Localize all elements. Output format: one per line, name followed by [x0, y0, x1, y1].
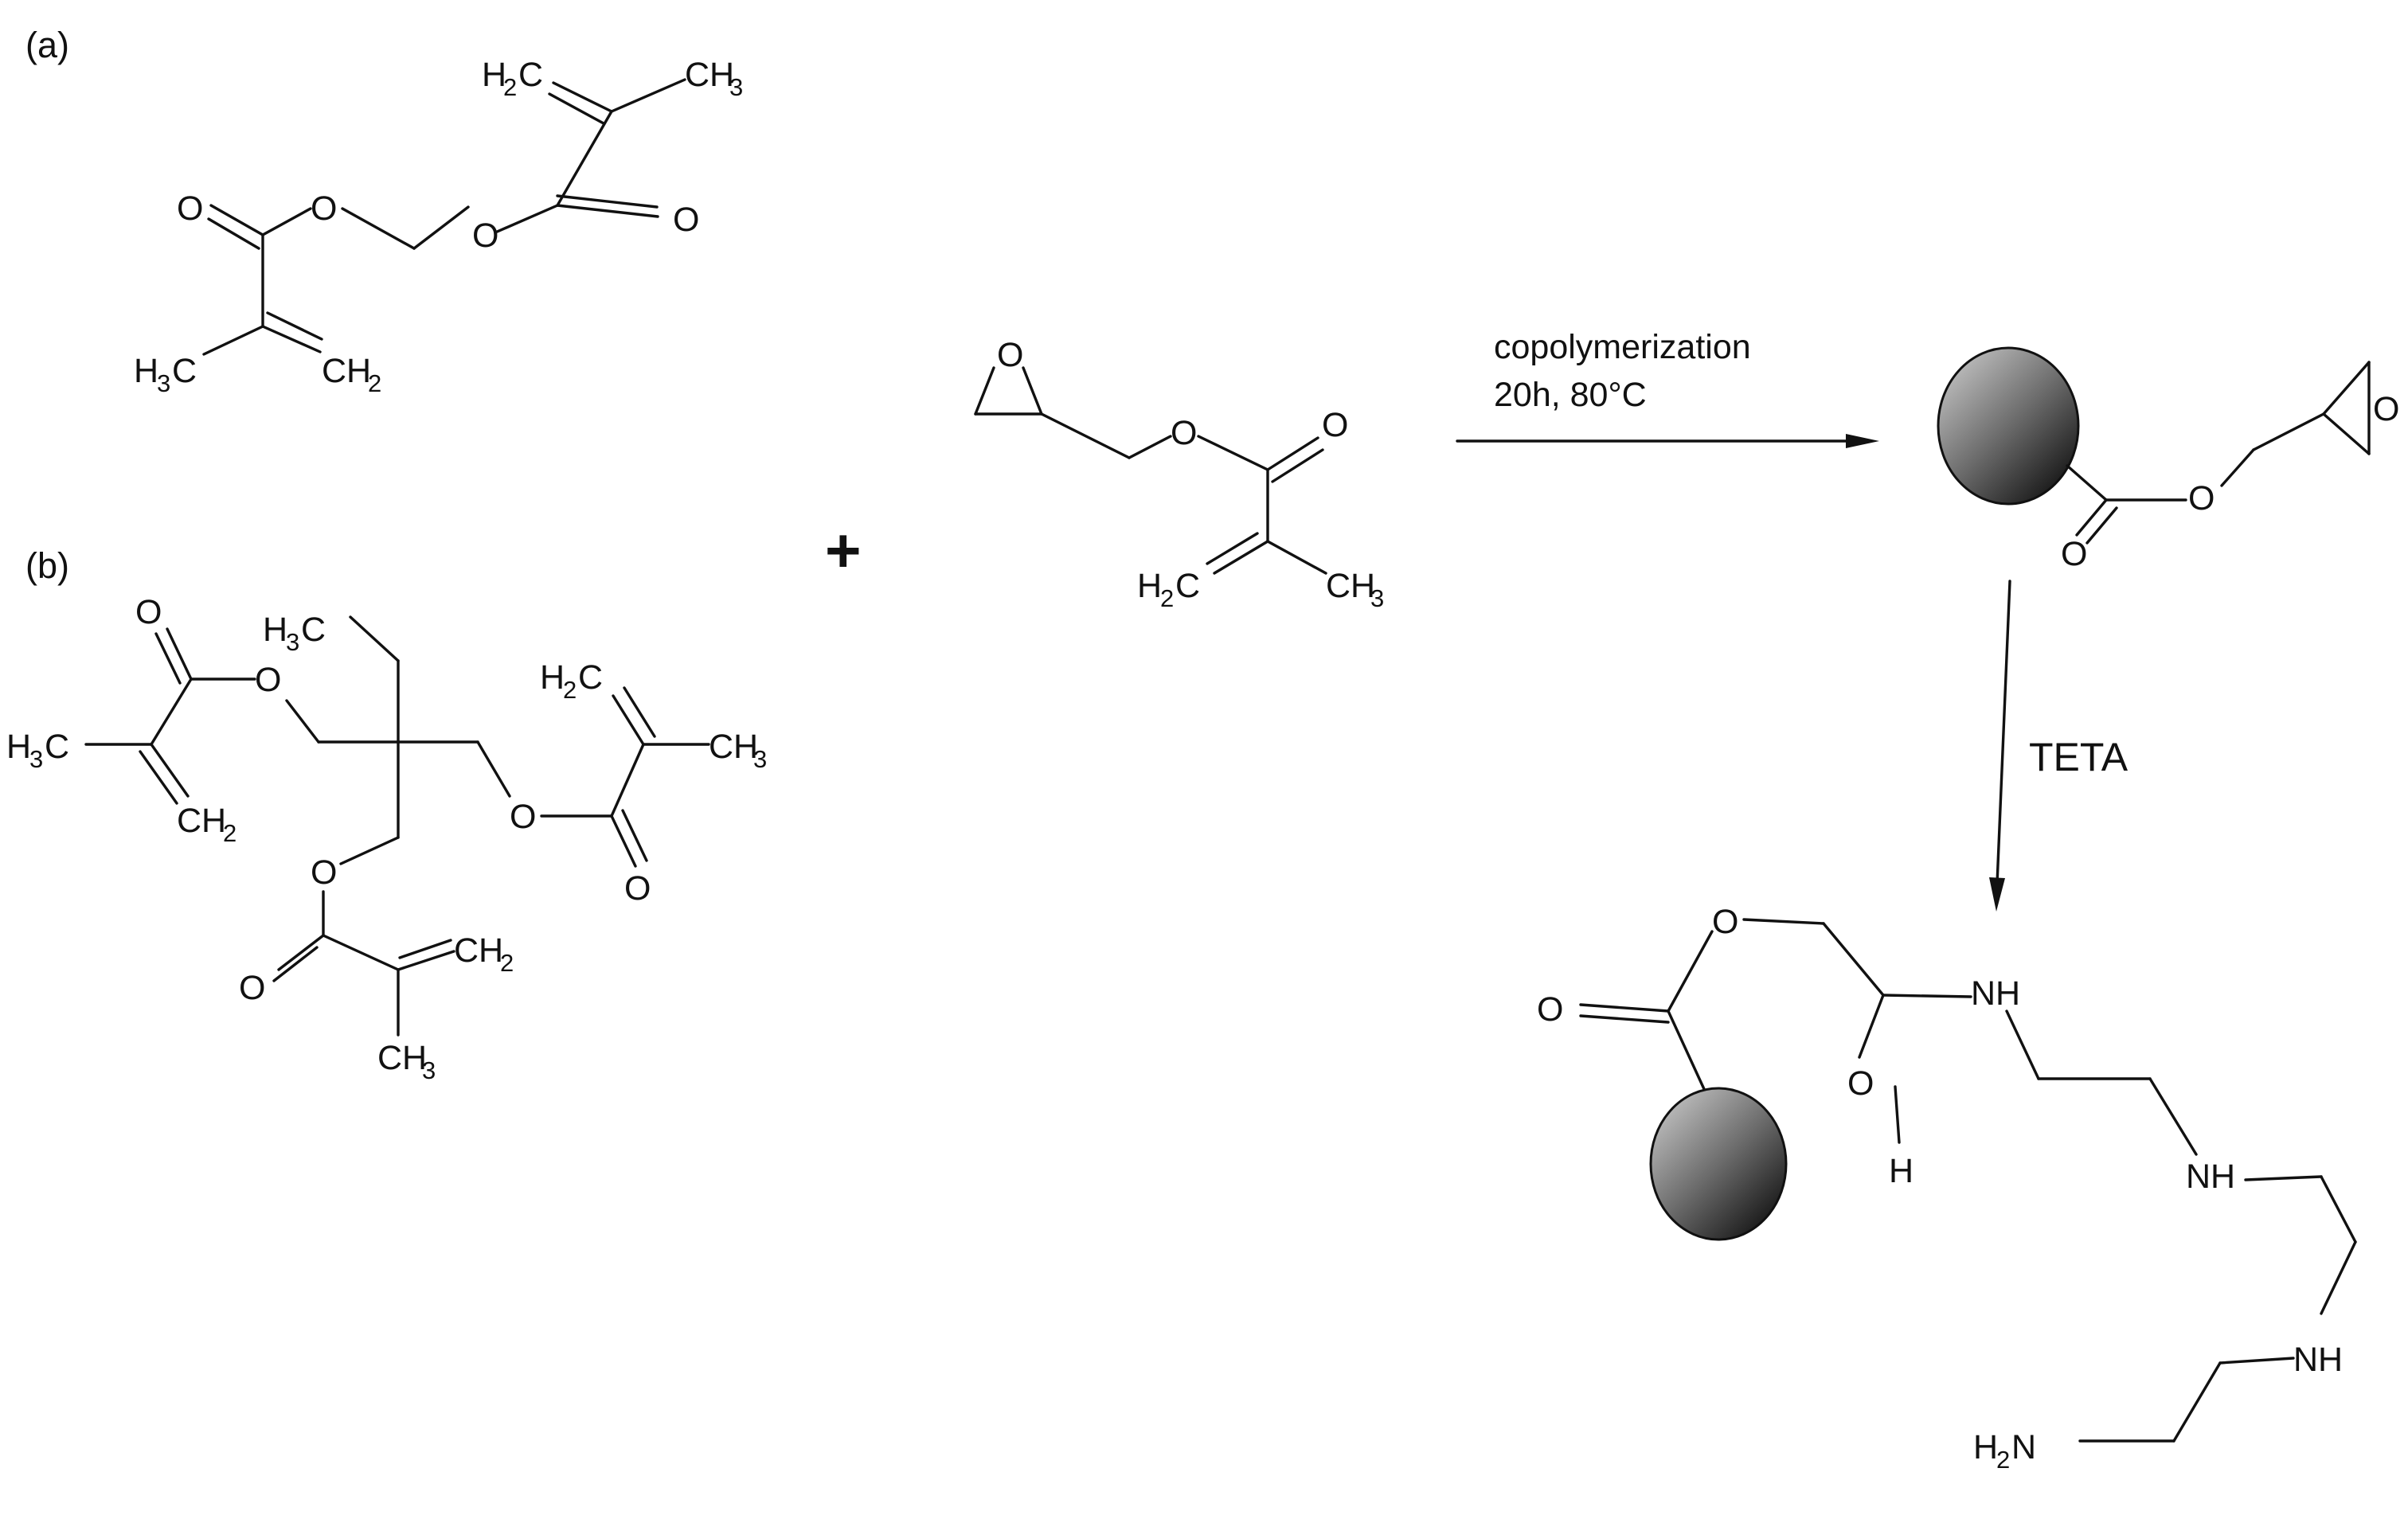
svg-text:H: H — [263, 611, 287, 649]
group-h2c: H 2 C — [540, 658, 603, 704]
svg-text:C: C — [301, 611, 326, 649]
group-h2c: H 2 C — [1137, 567, 1200, 612]
group-ch3: CH 3 — [1326, 567, 1384, 612]
atom-o-carbonyl: O — [1537, 990, 1563, 1029]
atom-o-ester: O — [1712, 903, 1738, 941]
svg-text:3: 3 — [157, 369, 170, 397]
polymer-bead — [1649, 1087, 1788, 1241]
atom-o-carbonyl: O — [239, 969, 265, 1007]
atom-o-ester: O — [311, 189, 337, 228]
panel-label-a: (a) — [25, 25, 69, 65]
molecule-tmptma: O O O O O O H 3 C H 3 C CH 2 H 2 C CH 3 … — [6, 593, 767, 1084]
molecule-egdma: O O O O H 2 C CH 3 H 3 C CH 2 — [134, 56, 743, 397]
svg-text:H: H — [540, 658, 565, 697]
group-ch2: CH 2 — [177, 802, 236, 847]
svg-text:3: 3 — [286, 628, 299, 656]
svg-text:3: 3 — [729, 73, 743, 101]
reagent-label: TETA — [2029, 735, 2128, 779]
atom-o-ester: O — [510, 798, 536, 836]
svg-text:H: H — [6, 728, 31, 766]
svg-text:H: H — [482, 56, 506, 94]
svg-text:CH: CH — [177, 802, 226, 840]
atom-o-ester: O — [472, 217, 498, 255]
atom-o-ester: O — [255, 661, 281, 699]
group-h3c: H 3 C — [263, 611, 326, 656]
svg-text:CH: CH — [1326, 567, 1375, 605]
svg-text:2: 2 — [1996, 1446, 2010, 1474]
svg-text:CH: CH — [454, 931, 503, 970]
reaction-arrow-copolymerization — [1456, 434, 1879, 448]
molecule-gma: O O O H 2 C CH 3 — [974, 336, 1384, 612]
svg-text:H: H — [1137, 567, 1162, 605]
group-ch2: CH 2 — [322, 352, 381, 397]
atom-h-hydroxyl: H — [1889, 1152, 1914, 1190]
svg-text:CH: CH — [377, 1039, 427, 1077]
condition-label: copolymerization — [1494, 328, 1751, 366]
svg-text:2: 2 — [563, 676, 577, 704]
atom-nh: NH — [1971, 974, 2020, 1013]
product-bead-epoxide: O O O — [1937, 346, 2399, 573]
svg-text:2: 2 — [1160, 584, 1174, 612]
svg-text:3: 3 — [29, 745, 43, 773]
svg-text:2: 2 — [503, 73, 517, 101]
svg-text:C: C — [172, 352, 197, 390]
svg-text:CH: CH — [685, 56, 734, 94]
svg-text:3: 3 — [422, 1056, 436, 1084]
atom-o-hydroxyl: O — [1847, 1064, 1874, 1103]
svg-text:H: H — [1973, 1428, 1998, 1466]
atom-o-carbonyl: O — [177, 189, 203, 228]
group-h2c: H 2 C — [482, 56, 543, 101]
atom-nh: NH — [2293, 1341, 2343, 1379]
product-bead-teta: O O O H NH NH NH H 2 N — [1537, 903, 2357, 1474]
atom-o-ester: O — [2188, 479, 2214, 517]
svg-text:CH: CH — [709, 728, 758, 766]
svg-text:CH: CH — [322, 352, 371, 390]
condition-detail: 20h, 80°C — [1494, 376, 1647, 414]
group-ch3: CH 3 — [377, 1039, 436, 1084]
panel-label-b: (b) — [25, 545, 69, 586]
atom-o-ester: O — [311, 853, 337, 892]
group-ch2: CH 2 — [454, 931, 514, 977]
svg-text:C: C — [1175, 567, 1200, 605]
atom-o-carbonyl: O — [1322, 406, 1348, 444]
atom-o-epoxide: O — [2373, 390, 2399, 428]
group-h2n: H 2 N — [1973, 1428, 2036, 1474]
svg-text:2: 2 — [500, 949, 514, 977]
group-h3c: H 3 C — [134, 352, 197, 397]
atom-o-carbonyl: O — [135, 593, 162, 631]
svg-text:C: C — [45, 728, 69, 766]
svg-text:C: C — [578, 658, 603, 697]
polymer-bead — [1937, 346, 2080, 506]
group-ch3: CH 3 — [685, 56, 743, 101]
svg-text:3: 3 — [753, 745, 767, 773]
atom-o-carbonyl: O — [624, 869, 651, 908]
svg-text:2: 2 — [368, 369, 381, 397]
atom-o-carbonyl: O — [2061, 535, 2087, 573]
atom-o-ester: O — [1171, 414, 1197, 452]
group-ch3: CH 3 — [709, 728, 767, 773]
atom-nh: NH — [2186, 1158, 2235, 1196]
svg-text:3: 3 — [1370, 584, 1384, 612]
plus-sign: + — [825, 515, 862, 585]
svg-text:N: N — [2011, 1428, 2036, 1466]
reaction-arrow-teta — [1989, 580, 2011, 912]
svg-text:H: H — [134, 352, 158, 390]
svg-text:2: 2 — [223, 819, 236, 847]
atom-o-epoxide: O — [997, 336, 1023, 374]
atom-o-carbonyl: O — [673, 201, 699, 239]
group-h3c: H 3 C — [6, 728, 69, 773]
svg-text:C: C — [518, 56, 543, 94]
